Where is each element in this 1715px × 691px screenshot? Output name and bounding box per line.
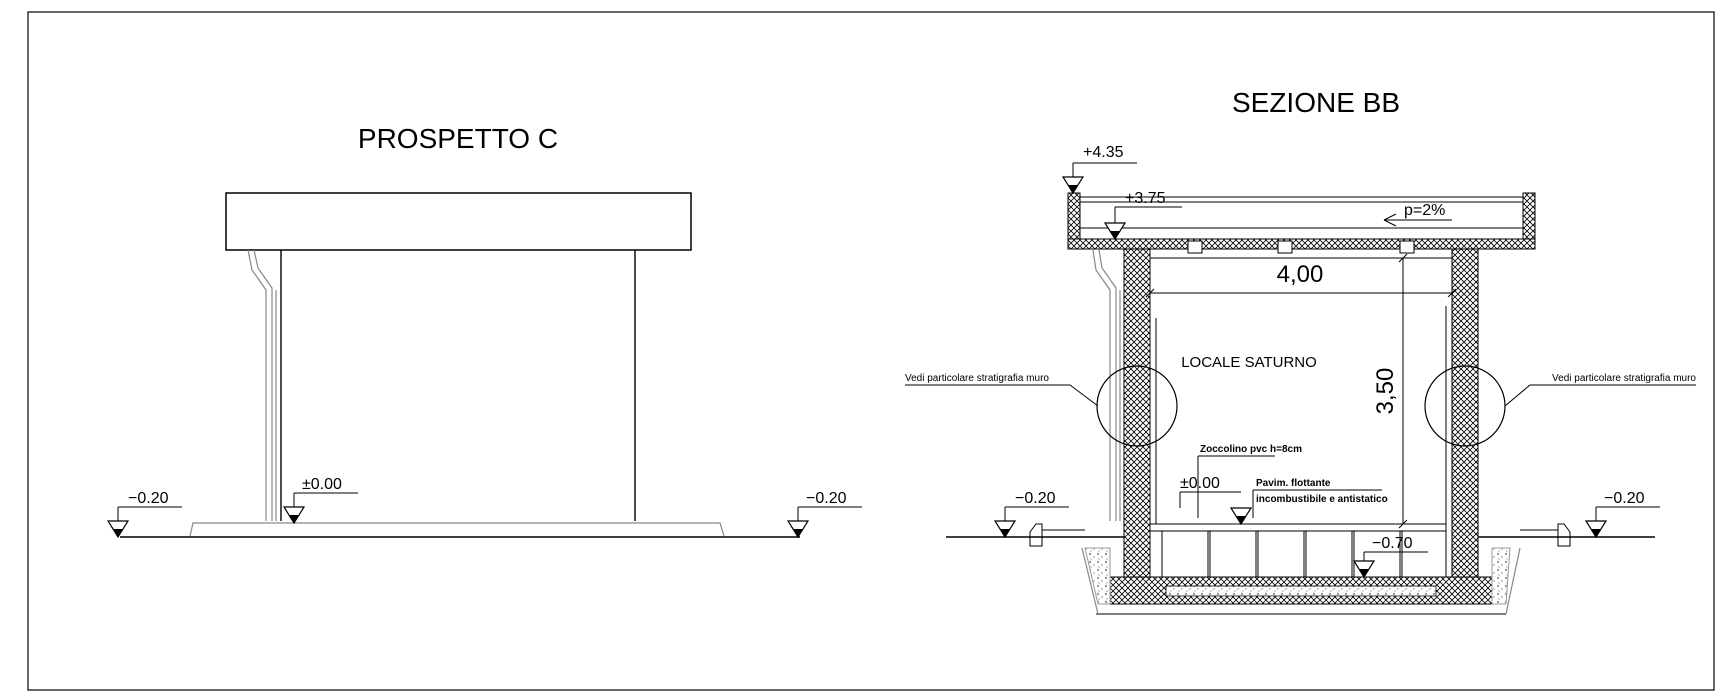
sezione-bb-view: SEZIONE BB: [905, 87, 1696, 615]
level-label: −0.20: [128, 490, 169, 507]
roof-parapet-left: [1067, 192, 1081, 240]
room-name: LOCALE SATURNO: [1181, 354, 1317, 371]
prospetto-title: PROSPETTO C: [358, 123, 558, 154]
wall-right: [1451, 248, 1479, 592]
level-marker-zero: ±0.00: [282, 476, 358, 525]
detail-circle-left: [1096, 365, 1178, 447]
slope-annotation: p=2%: [1383, 202, 1452, 227]
level-marker-right: −0.20: [786, 490, 862, 539]
level-label: ±0.00: [302, 476, 342, 493]
level-marker-right: −0.20: [1584, 490, 1660, 539]
level-label: −0.70: [1372, 535, 1413, 552]
level-label: −0.20: [806, 490, 847, 507]
level-marker-left: −0.20: [993, 490, 1069, 539]
slope-label: p=2%: [1404, 202, 1445, 219]
sheet-frame: [27, 11, 1715, 691]
level-label: +4.35: [1083, 144, 1124, 161]
level-label: −0.20: [1604, 490, 1645, 507]
roof-slab: [225, 192, 692, 251]
width-dimension: 4,00: [1145, 261, 1457, 298]
downpipe: [247, 249, 277, 521]
note-right: Vedi particolare stratigrafia muro: [1552, 373, 1696, 384]
ground-slab: [189, 522, 725, 537]
level-label: ±0.00: [1180, 475, 1220, 492]
level-label: −0.20: [1015, 490, 1056, 507]
width-dimension-label: 4,00: [1277, 261, 1324, 288]
sezione-title: SEZIONE BB: [1232, 87, 1400, 118]
floor-cells: [1161, 530, 1447, 578]
height-dimension: 3,50: [1372, 253, 1408, 529]
floor-note-line2: incombustibile e antistatico: [1256, 494, 1388, 505]
level-label: +3.75: [1125, 190, 1166, 207]
prospetto-c-view: PROSPETTO C −0.20 ±0.00: [106, 123, 862, 539]
level-marker-left: −0.20: [106, 490, 182, 539]
level-marker-ceiling: +3.75: [1103, 190, 1182, 241]
note-left: Vedi particolare stratigrafia muro: [905, 373, 1049, 384]
roof-parapet-right: [1522, 192, 1536, 240]
floor-note-line1: Pavim. flottante: [1256, 478, 1331, 489]
wall-left: [1123, 248, 1151, 592]
level-marker-top: +4.35: [1061, 144, 1137, 195]
level-marker-bottom: −0.70: [1352, 535, 1428, 579]
height-dimension-label: 3,50: [1372, 368, 1399, 415]
level-marker-zero: ±0.00: [1179, 475, 1253, 526]
roof-slab: [1067, 238, 1536, 250]
skirting-note: Zoccolino pvc h=8cm: [1200, 444, 1302, 455]
